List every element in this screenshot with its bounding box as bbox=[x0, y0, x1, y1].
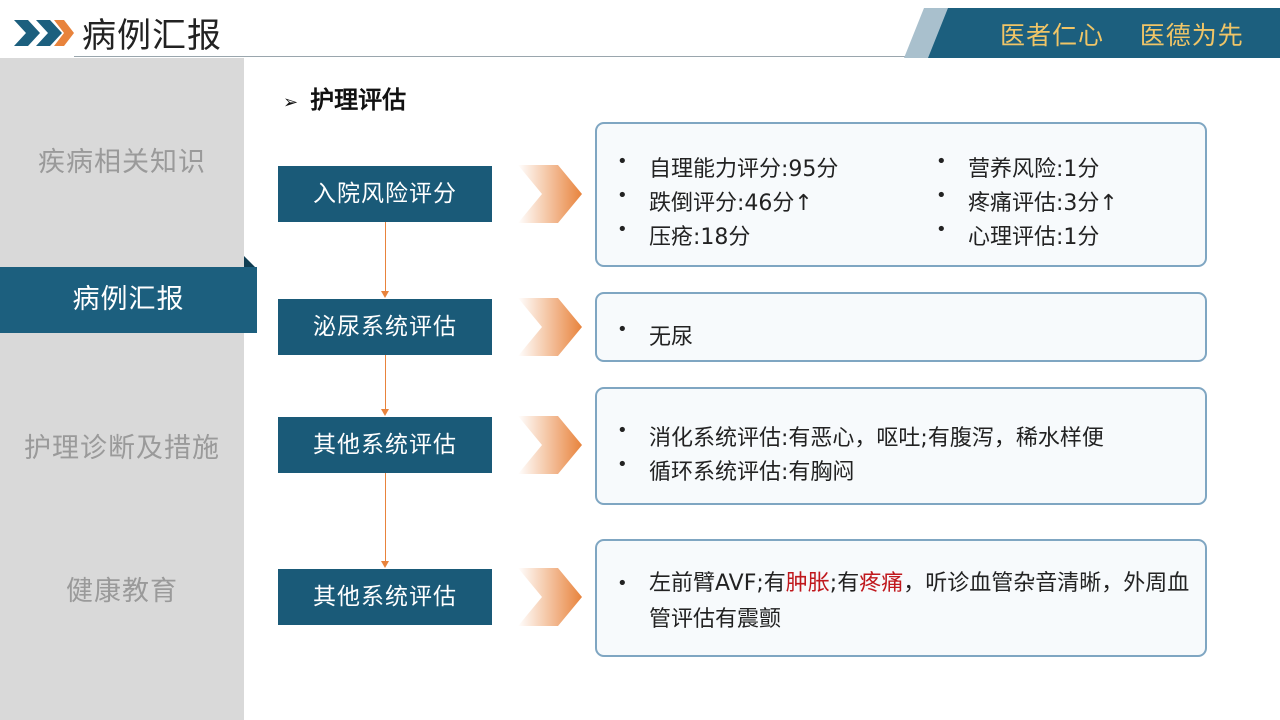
chevron-arrow-icon bbox=[518, 165, 582, 223]
connector-arrow-1 bbox=[381, 222, 389, 298]
list-item: 疼痛评估:3分↑ bbox=[936, 185, 1118, 217]
chevron-arrow-icon bbox=[518, 568, 582, 626]
flow-box-other-1: 其他系统评估 bbox=[278, 417, 492, 473]
list-item: 压疮:18分 bbox=[617, 219, 751, 251]
section-heading-text: 护理评估 bbox=[310, 86, 407, 114]
connector-arrow-2 bbox=[381, 355, 389, 416]
active-tab-fold bbox=[244, 256, 257, 269]
sidebar-item-case-report[interactable]: 病例汇报 bbox=[0, 267, 257, 333]
sidebar-item-health-education[interactable]: 健康教育 bbox=[66, 576, 178, 607]
text-segment: ;有 bbox=[829, 571, 860, 596]
list-item: 左前臂AVF;有肿胀;有疼痛，听诊血管杂音清晰，外周血管评估有震颤 bbox=[617, 566, 1194, 638]
flow-box-urinary: 泌尿系统评估 bbox=[278, 299, 492, 355]
text-segment: ，听诊血管杂音清晰，外周血管评估有震颤 bbox=[649, 571, 1190, 632]
flow-box-other-2: 其他系统评估 bbox=[278, 569, 492, 625]
sidebar-item-disease-knowledge[interactable]: 疾病相关知识 bbox=[38, 147, 206, 178]
sidebar-item-nursing-diagnosis[interactable]: 护理诊断及措施 bbox=[24, 433, 220, 464]
section-heading: ➢ 护理评估 bbox=[283, 80, 406, 115]
highlight-pain: 疼痛 bbox=[859, 571, 904, 596]
header-divider bbox=[74, 56, 946, 57]
highlight-swelling: 肿胀 bbox=[785, 571, 830, 596]
slogan-banner bbox=[904, 8, 1280, 58]
chevron-arrow-icon bbox=[518, 298, 582, 356]
list-item: 无尿 bbox=[617, 319, 693, 351]
panel-other-1: 消化系统评估:有恶心，呕吐;有腹泻，稀水样便 循环系统评估:有胸闷 bbox=[595, 387, 1207, 505]
panel-urinary: 无尿 bbox=[595, 292, 1207, 362]
list-item: 消化系统评估:有恶心，呕吐;有腹泻，稀水样便 bbox=[617, 420, 1104, 452]
list-item: 循环系统评估:有胸闷 bbox=[617, 454, 854, 486]
list-item: 营养风险:1分 bbox=[936, 151, 1100, 183]
double-chevron-logo-icon bbox=[14, 20, 74, 46]
list-item: 自理能力评分:95分 bbox=[617, 151, 838, 183]
slogan-text: 医者仁心 医德为先 bbox=[1000, 21, 1244, 50]
chevron-arrow-icon bbox=[518, 416, 582, 474]
panel-other-2: 左前臂AVF;有肿胀;有疼痛，听诊血管杂音清晰，外周血管评估有震颤 bbox=[595, 539, 1207, 657]
list-item: 跌倒评分:46分↑ bbox=[617, 185, 813, 217]
sidebar bbox=[0, 58, 244, 720]
text-segment: 左前臂AVF;有 bbox=[649, 571, 786, 596]
list-item: 心理评估:1分 bbox=[936, 219, 1100, 251]
page-title: 病例汇报 bbox=[82, 16, 222, 56]
connector-arrow-3 bbox=[381, 473, 389, 568]
arrow-bullet-icon: ➢ bbox=[283, 92, 299, 113]
flow-box-admission-risk: 入院风险评分 bbox=[278, 166, 492, 222]
panel-admission-risk: 自理能力评分:95分 跌倒评分:46分↑ 压疮:18分 营养风险:1分 疼痛评估… bbox=[595, 122, 1207, 267]
